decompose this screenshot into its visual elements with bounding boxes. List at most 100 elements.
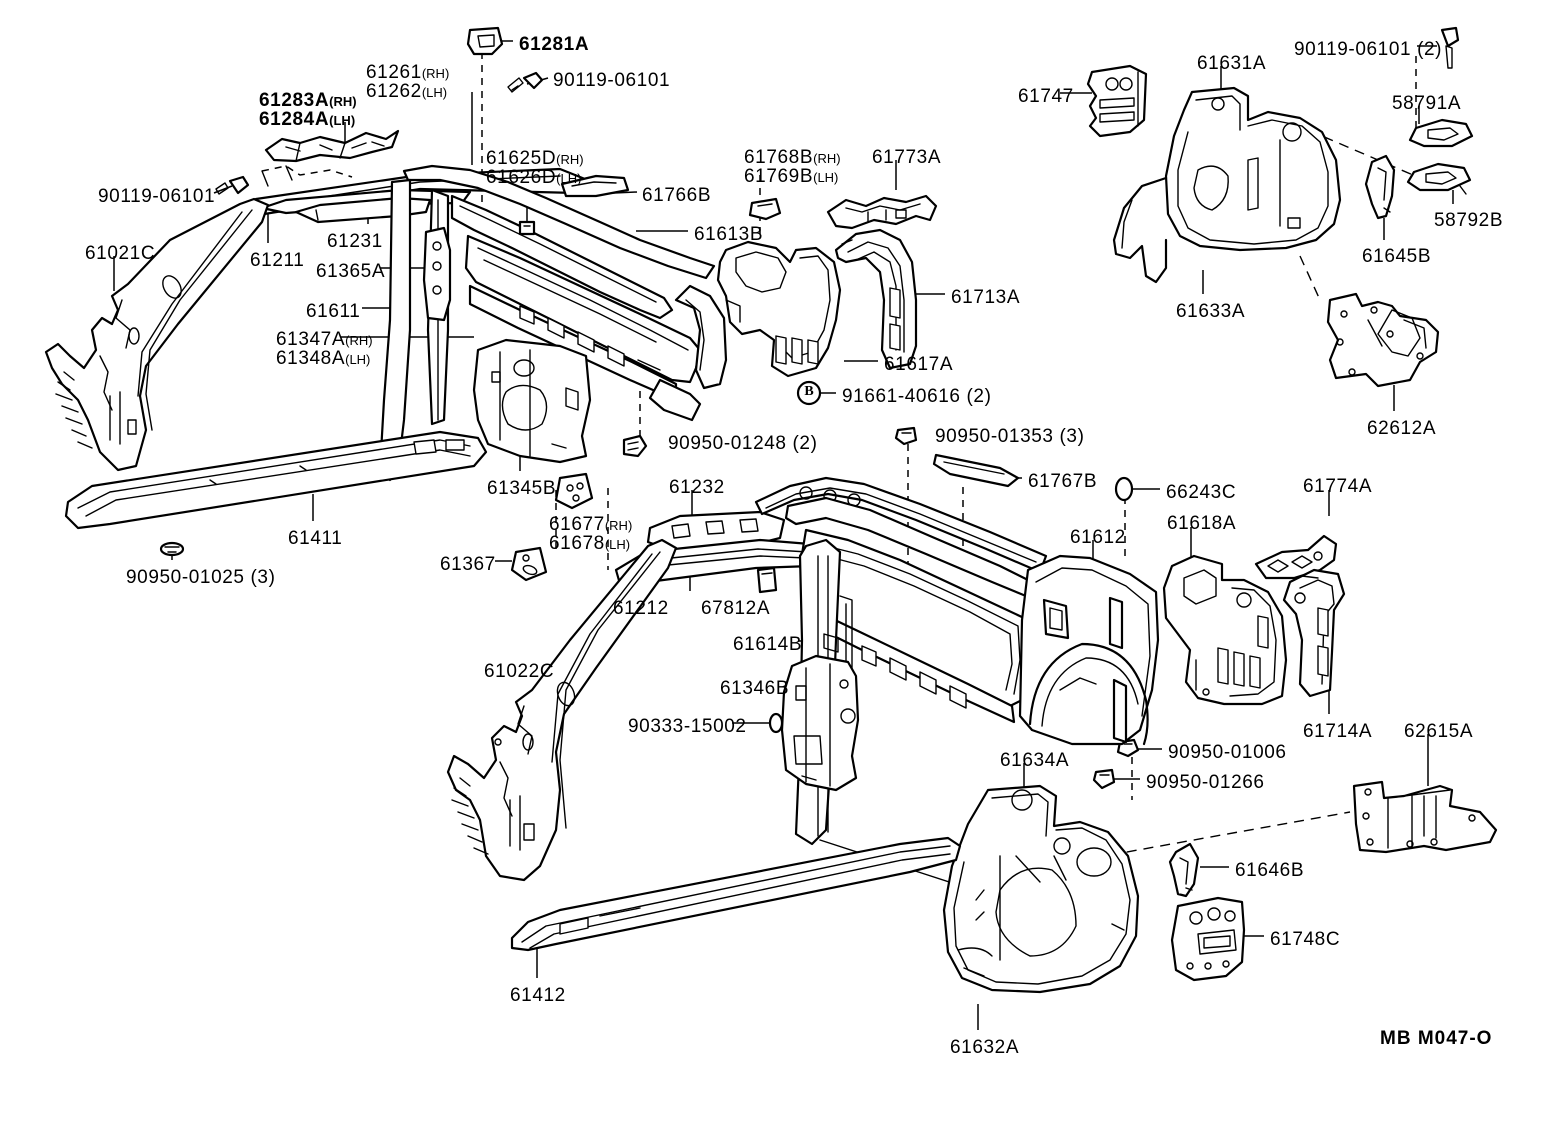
part-61766b-moulding <box>560 174 630 198</box>
part-label-61612: 61612 <box>1070 527 1126 548</box>
part-number: 61348A <box>276 348 346 369</box>
part-number: 61613B <box>694 224 764 245</box>
part-label-62612a: 62612A <box>1367 418 1436 439</box>
part-label-61231: 61231 <box>327 231 383 252</box>
part-label-61232: 61232 <box>669 477 725 498</box>
part-number: 61646B <box>1235 860 1305 881</box>
part-number: 61612 <box>1070 527 1126 548</box>
part-61411-rocker-panel-front <box>64 430 488 530</box>
diagram-code: MB M047-O <box>1380 1028 1493 1049</box>
part-number: 90119-06101 <box>553 70 671 91</box>
part-label-61611: 61611 <box>306 301 360 322</box>
part-number: 61767B <box>1028 471 1098 492</box>
part-label-9095001006: 90950-01006 <box>1168 742 1287 763</box>
part-number: 90950-01006 <box>1168 742 1287 763</box>
bolt-marker-letter: B <box>804 384 814 399</box>
part-label-61645b: 61645B <box>1362 246 1431 267</box>
part-number: 61345B <box>487 478 557 499</box>
part-number: 61021C <box>85 243 156 264</box>
part-number: 61367 <box>440 554 496 575</box>
part-label-61646b: 61646B <box>1235 860 1304 881</box>
part-91661-40616-bolt <box>796 380 822 406</box>
part-side-suffix: (RH) <box>345 333 373 348</box>
part-58792b-bracket <box>1406 162 1472 195</box>
part-61677-plate <box>554 472 594 510</box>
part-61022c-front-pillar-lower <box>446 538 678 882</box>
part-number: 61769B <box>744 166 814 187</box>
part-number: 61631A <box>1197 53 1267 74</box>
part-61367-plate <box>510 546 548 582</box>
part-label-61714a: 61714A <box>1303 721 1372 742</box>
part-number: 61713A <box>951 287 1021 308</box>
part-number: 62615A <box>1404 721 1474 742</box>
part-label-9011906101: 90119-06101 <box>98 186 215 207</box>
part-label-67812a: 67812A <box>701 598 770 619</box>
part-label-58792b: 58792B <box>1434 210 1503 231</box>
part-61774a-bracket <box>1254 534 1338 580</box>
part-side-suffix: (RH) <box>421 66 450 81</box>
part-number: 90119-06101 <box>98 186 216 207</box>
part-label-61747: 61747 <box>1018 86 1074 107</box>
bolt-marker-b: B <box>798 382 820 404</box>
part-61645b-gusset <box>1364 154 1396 220</box>
part-number: 61211 <box>250 250 305 271</box>
part-90950-01266-clip <box>1092 768 1116 790</box>
part-label-61281a: 61281A <box>519 34 589 55</box>
part-side-suffix: (LH) <box>421 85 448 100</box>
part-number: 66243C <box>1166 482 1237 503</box>
part-90119-06101-screw-right <box>1440 26 1460 69</box>
part-61612-quarter-panel-assembly <box>754 476 1160 893</box>
part-label-9033315002: 90333-15002 <box>628 716 747 737</box>
part-61283a-roof-drip-moulding <box>261 129 400 187</box>
part-number: 61281A <box>519 34 590 55</box>
part-label-61677: 61677(RH) <box>549 514 632 535</box>
part-62612a-trim-bracket <box>1326 292 1440 388</box>
part-number: 61645B <box>1362 246 1432 267</box>
part-number: 61346B <box>720 678 790 699</box>
part-61646b-gusset <box>1168 842 1200 898</box>
part-61617a-wheel-arch-inner <box>716 240 842 378</box>
part-number: 61617A <box>884 354 954 375</box>
part-label-61262: 61262(LH) <box>366 81 447 102</box>
part-number: 61625D <box>486 148 557 169</box>
part-number: 61614B <box>733 634 803 655</box>
part-number: 90950-01266 <box>1146 772 1265 793</box>
part-side-suffix: (RH) <box>556 152 584 167</box>
part-number: 61634A <box>1000 750 1070 771</box>
part-side-suffix: (RH) <box>813 151 841 166</box>
part-label-58791a: 58791A <box>1392 93 1461 114</box>
part-number: 61261 <box>366 62 422 83</box>
part-67812a-clip <box>756 566 778 594</box>
part-side-suffix: (LH) <box>345 352 371 367</box>
part-61713a-pillar-outer <box>834 228 918 370</box>
part-62615a-bracket <box>1352 780 1498 854</box>
part-side-suffix: (LH) <box>813 170 839 185</box>
part-label-61634a: 61634A <box>1000 750 1069 771</box>
part-61365a-bracket <box>422 226 452 322</box>
part-90119-06101-screw-left <box>215 175 250 195</box>
part-label-61631a: 61631A <box>1197 53 1266 74</box>
part-number: 90950-01248 (2) <box>668 433 818 454</box>
part-number: 62612A <box>1367 418 1437 439</box>
part-label-61625d: 61625D(RH) <box>486 148 584 169</box>
part-label-61367: 61367 <box>440 554 496 575</box>
part-number: 90950-01025 (3) <box>126 567 276 588</box>
part-number: 61411 <box>288 528 343 549</box>
part-90119-06101-screw-top <box>507 71 544 93</box>
part-number: 61773A <box>872 147 942 168</box>
part-61773a-reinforcement <box>826 194 938 230</box>
part-number: 61283A <box>259 90 330 111</box>
part-number: 61212 <box>613 598 669 619</box>
part-label-61713a: 61713A <box>951 287 1020 308</box>
part-label-61348a: 61348A(LH) <box>276 348 370 369</box>
part-label-61678: 61678(LH) <box>549 533 630 554</box>
part-label-90950013533: 90950-01353 (3) <box>935 426 1085 447</box>
part-number: 61022C <box>484 661 555 682</box>
part-side-suffix: (RH) <box>329 94 357 109</box>
part-label-61766b: 61766B <box>642 185 711 206</box>
part-61768b-clip <box>748 197 782 221</box>
part-label-61773a: 61773A <box>872 147 941 168</box>
part-61632a-wheelhouse-inner <box>942 784 1140 994</box>
part-90950-01248-clip <box>622 434 648 458</box>
